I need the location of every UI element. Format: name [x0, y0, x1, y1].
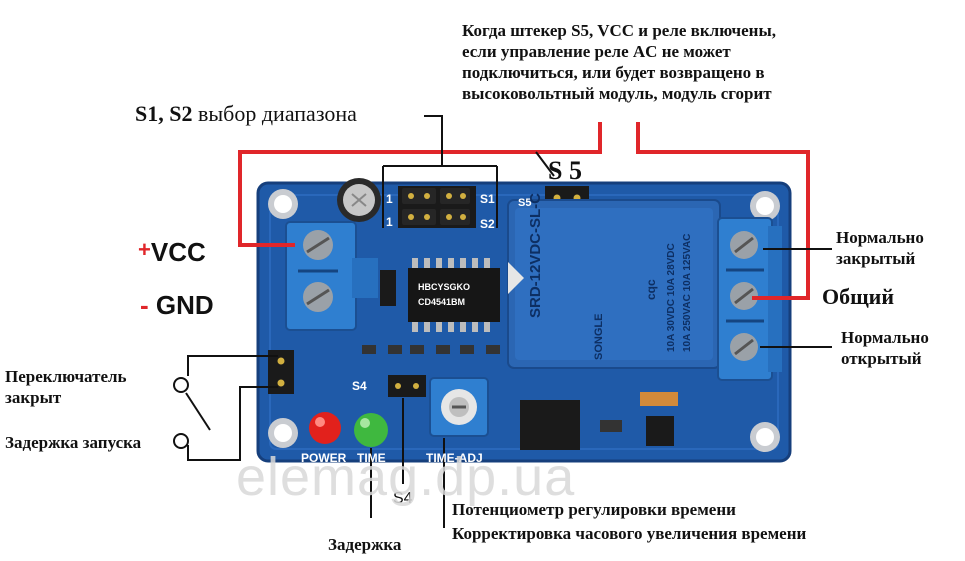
silk-timeadj: TIME-ADJ — [426, 451, 483, 465]
s4-jumper — [388, 375, 426, 397]
watermark: elemag.dp.ua — [236, 447, 576, 507]
silk-s1: S1 — [480, 192, 495, 206]
silk-s4: S4 — [352, 379, 367, 393]
capacitor — [337, 178, 381, 222]
leader-lines — [187, 115, 832, 528]
pot-line-2: Корректировка часового увеличения времен… — [452, 524, 807, 543]
start-delay-label: Задержка запуска — [5, 433, 142, 452]
relay-brand: SONGLE — [593, 314, 605, 360]
s1-s2-jumper-header — [398, 186, 476, 228]
s5-label: S 5 — [548, 156, 582, 185]
vcc-label: +VCC — [138, 237, 206, 268]
gnd-text: GND — [148, 290, 214, 320]
switch-line-1: Переключатель — [5, 367, 127, 386]
smd-components — [362, 270, 678, 450]
relay-model: SRD-12VDC-SL-C — [527, 193, 544, 318]
normally-open-label: Нормально открытый — [841, 327, 929, 369]
warning-line-4: высоковольтный модуль, модуль сгорит — [462, 84, 772, 103]
normally-closed-label: Нормально закрытый — [836, 227, 924, 269]
power-led — [309, 412, 341, 444]
common-label: Общий — [822, 284, 895, 309]
chip-line2: CD4541BM — [418, 297, 465, 307]
silk-power: POWER — [301, 451, 347, 465]
relay-spec-1: 10A 250VAC 10A 125VAC — [682, 234, 693, 352]
red-wires — [238, 122, 810, 300]
mounting-holes — [268, 189, 780, 452]
silk-time: TIME — [357, 451, 386, 465]
silk-s5: S5 — [518, 197, 531, 209]
s1-s2-label-rest: выбор диапазона — [192, 101, 357, 126]
power-terminal-block — [285, 221, 378, 331]
gnd-minus-sign: - — [140, 290, 149, 320]
silk-1-top: 1 — [386, 192, 393, 206]
potentiometer — [429, 377, 489, 437]
warning-line-1: Когда штекер S5, VCC и реле включены, — [462, 21, 776, 40]
warning-line-2: если управление реле AC не может — [462, 42, 731, 61]
switch-line-2: закрыт — [5, 388, 62, 407]
nc-line-1: Нормально — [836, 228, 924, 247]
s4-label: S4 — [393, 490, 413, 507]
cd4541-chip — [408, 258, 500, 332]
warning-line-3: подключиться, или будет возвращено в — [462, 63, 765, 82]
relay-spec-2: 10A 30VDC 10A 28VDC — [666, 243, 677, 352]
s1-s2-label-bold: S1, S2 — [135, 101, 193, 126]
no-line-2: открытый — [841, 349, 922, 368]
chip-line1: HBCYSGKO — [418, 282, 470, 292]
silk-s2: S2 — [480, 217, 495, 231]
warning-note: Когда штекер S5, VCC и реле включены, ес… — [462, 20, 776, 104]
s1-s2-label: S1, S2 выбор диапазона — [135, 101, 357, 127]
vcc-plus-sign: + — [138, 237, 151, 262]
potentiometer-label: Потенциометр регулировки времени Коррект… — [452, 498, 806, 546]
delay-label: Задержка — [328, 535, 402, 554]
silk-1-bottom: 1 — [386, 215, 393, 229]
gnd-label: - GND — [140, 290, 214, 321]
pot-line-1: Потенциометр регулировки времени — [452, 500, 736, 519]
time-led — [354, 413, 388, 447]
nc-line-2: закрытый — [836, 249, 916, 268]
relay-cert: cqc — [644, 279, 658, 300]
vcc-text: VCC — [150, 237, 206, 267]
switch-label: Переключатель закрыт — [5, 366, 127, 408]
no-line-1: Нормально — [841, 328, 929, 347]
switch-symbol — [173, 377, 211, 449]
